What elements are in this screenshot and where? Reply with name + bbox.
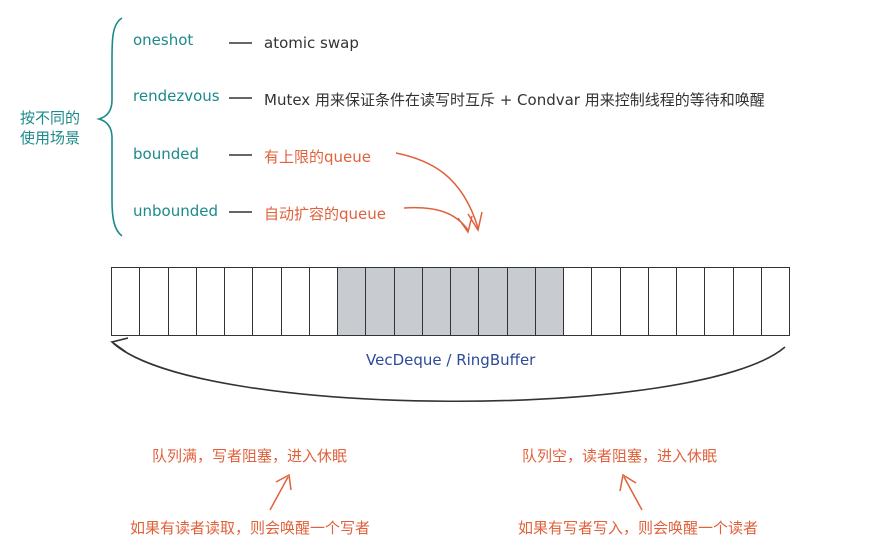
note-queue-full: 队列满，写者阻塞，进入休眠 xyxy=(152,447,348,465)
ringbuffer-cell-filled xyxy=(450,267,480,336)
ringbuffer-cell-empty xyxy=(308,267,338,336)
ringbuffer-cell-filled xyxy=(506,267,536,336)
ringbuffer-cell-empty xyxy=(167,267,197,336)
ringbuffer-cell-empty xyxy=(676,267,706,336)
ringbuffer-cell-empty xyxy=(619,267,649,336)
ringbuffer-wrap-arrowhead xyxy=(110,337,129,353)
ringbuffer-cell-filled xyxy=(337,267,367,336)
ringbuffer-cell-empty xyxy=(280,267,310,336)
ringbuffer-label: VecDeque / RingBuffer xyxy=(366,351,536,369)
ringbuffer-cell-empty xyxy=(139,267,169,336)
channel-name-bounded: bounded xyxy=(133,145,199,163)
note-wake-writer: 如果有读者读取，则会唤醒一个写者 xyxy=(130,519,371,537)
channel-desc-bounded: 有上限的queue xyxy=(264,148,371,166)
ringbuffer-cell-empty xyxy=(252,267,282,336)
arrow-wake-reader-head xyxy=(619,473,637,492)
ringbuffer-wrap-curve xyxy=(112,342,786,403)
ringbuffer-cell-empty xyxy=(224,267,254,336)
ringbuffer-cell-empty xyxy=(591,267,621,336)
ringbuffer-cell-filled xyxy=(365,267,395,336)
category-brace xyxy=(96,17,123,237)
channel-name-rendezvous: rendezvous xyxy=(133,87,220,105)
channel-desc-unbounded: 自动扩容的queue xyxy=(264,205,386,223)
arrow-wake-writer-head xyxy=(275,473,292,491)
arrow-unbounded-head xyxy=(457,215,473,234)
note-queue-empty: 队列空，读者阻塞，进入休眠 xyxy=(522,447,718,465)
channel-desc-oneshot: atomic swap xyxy=(264,34,359,52)
category-label: 按不同的 使用场景 xyxy=(20,108,80,148)
ringbuffer-cell-filled xyxy=(393,267,423,336)
ringbuffer-cell-empty xyxy=(704,267,734,336)
ringbuffer-cell-empty xyxy=(647,267,677,336)
ringbuffer-cell-empty xyxy=(732,267,762,336)
ringbuffer-cell-filled xyxy=(421,267,451,336)
ringbuffer-cell-filled xyxy=(478,267,508,336)
ringbuffer-cell-empty xyxy=(563,267,593,336)
arrow-wake-writer xyxy=(269,476,289,511)
ringbuffer-cell-filled xyxy=(534,267,564,336)
arrow-wake-reader xyxy=(623,476,643,511)
note-wake-reader: 如果有写者写入，则会唤醒一个读者 xyxy=(518,519,759,537)
category-label-line2: 使用场景 xyxy=(20,129,81,147)
channel-desc-rendezvous: Mutex 用来保证条件在读写时互斥 + Condvar 用来控制线程的等待和唤… xyxy=(264,91,765,109)
category-label-line1: 按不同的 xyxy=(20,109,81,127)
channel-name-oneshot: oneshot xyxy=(133,31,194,49)
ringbuffer-cell-empty xyxy=(760,267,790,336)
arrow-bounded xyxy=(395,152,479,229)
ringbuffer-cell-empty xyxy=(195,267,225,336)
channel-name-unbounded: unbounded xyxy=(133,202,218,220)
ringbuffer-cell-empty xyxy=(111,267,141,336)
